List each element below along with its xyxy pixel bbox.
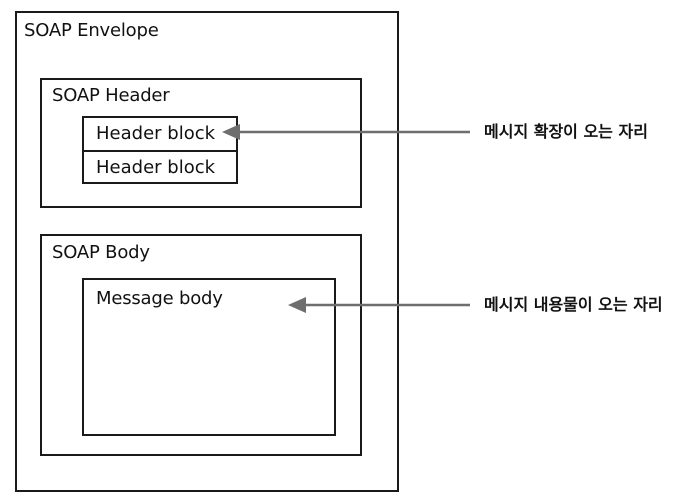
header-note: 메시지 확장이 오는 자리 [484,122,648,141]
body-note: 메시지 내용물이 오는 자리 [484,295,663,314]
message-body-label: Message body [96,288,223,309]
header-block-2: Header block [82,150,238,184]
body-arrow [288,297,470,313]
soap-envelope-label: SOAP Envelope [24,20,159,41]
header-block-1: Header block [82,116,238,152]
soap-body-label: SOAP Body [52,242,150,263]
header-arrow [222,124,470,140]
soap-header-label: SOAP Header [52,85,170,106]
